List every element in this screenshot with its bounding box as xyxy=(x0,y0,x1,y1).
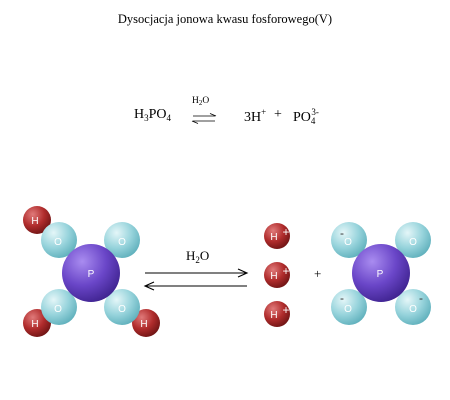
oxygen-label: O xyxy=(54,237,62,248)
hydrogen-ion-label: H xyxy=(270,310,277,321)
oxygen-atom xyxy=(331,222,367,258)
solvent-label-small: H2O xyxy=(192,96,210,107)
hydrogen-ion-label: H xyxy=(270,232,277,243)
hydrogen-ion xyxy=(264,262,290,288)
oxygen-atom xyxy=(41,222,77,258)
oxygen-label: O xyxy=(344,304,352,315)
oxygen-label: O xyxy=(344,237,352,248)
phosphoric-acid-molecule: H H H O O O O P xyxy=(23,206,160,337)
oxygen-atom xyxy=(104,289,140,325)
phosphorus-atom xyxy=(62,244,120,302)
negative-charge: - xyxy=(340,226,344,240)
hydrogen-ion-label: H xyxy=(270,271,277,282)
oxygen-label: O xyxy=(118,304,126,315)
hydrogen-atom xyxy=(23,206,51,234)
scene-plus: + xyxy=(314,266,322,281)
hydrogen-label: H xyxy=(31,216,38,227)
hydrogen-ion-product: 3H+ xyxy=(244,107,267,125)
negative-charge: - xyxy=(419,291,423,305)
oxygen-atom xyxy=(331,289,367,325)
equilibrium-arrow-large xyxy=(143,268,249,291)
solvent-label: H2O xyxy=(186,248,210,265)
hydrogen-ions: H + H + H + xyxy=(264,223,290,327)
hydrogen-label: H xyxy=(31,319,38,330)
phosphorus-atom xyxy=(352,244,410,302)
oxygen-atom xyxy=(104,222,140,258)
diagram-title: Dysocjacja jonowa kwasu fosforowego(V) xyxy=(117,12,333,26)
positive-charge: + xyxy=(282,264,289,278)
oxygen-label: O xyxy=(118,237,126,248)
oxygen-atom xyxy=(41,289,77,325)
phosphorus-label: P xyxy=(88,269,95,280)
oxygen-label: O xyxy=(54,304,62,315)
oxygen-atom xyxy=(395,289,431,325)
hydrogen-label: H xyxy=(140,319,147,330)
hydrogen-ion xyxy=(264,223,290,249)
hydrogen-ion xyxy=(264,301,290,327)
oxygen-label: O xyxy=(409,304,417,315)
oxygen-atom xyxy=(395,222,431,258)
hydrogen-atom xyxy=(132,309,160,337)
reactant-formula: H3PO4 xyxy=(134,107,172,123)
oxygen-label: O xyxy=(409,237,417,248)
negative-charge: - xyxy=(340,291,344,305)
phosphate-ion-product: PO43- xyxy=(293,107,319,126)
equation-plus: + xyxy=(274,107,282,122)
equilibrium-arrow-small xyxy=(191,113,217,124)
phosphate-ion: O - O O - O - P xyxy=(331,222,431,325)
positive-charge: + xyxy=(282,303,289,317)
phosphorus-label: P xyxy=(377,269,384,280)
positive-charge: + xyxy=(282,225,289,239)
